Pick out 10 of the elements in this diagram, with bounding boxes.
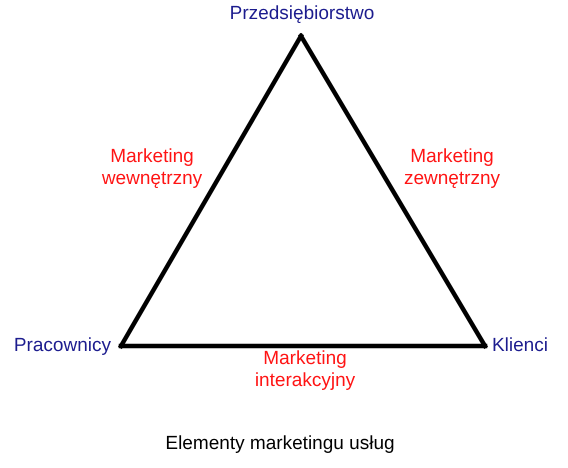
triangle-side-line <box>298 34 488 348</box>
node-label: Klienci <box>486 335 562 357</box>
node-label: Przedsiębiorstwo <box>202 3 402 33</box>
edge-label: Marketing interakcyjny <box>254 348 356 392</box>
edge-label: Marketing zewnętrzny <box>402 146 502 190</box>
triangle-side-line <box>118 34 304 348</box>
caption: Elementy marketingu usług <box>164 432 396 456</box>
node-label: Pracownicy <box>0 335 119 357</box>
triangle-side-line <box>118 344 488 348</box>
edge-label: Marketing wewnętrzny <box>100 146 204 190</box>
